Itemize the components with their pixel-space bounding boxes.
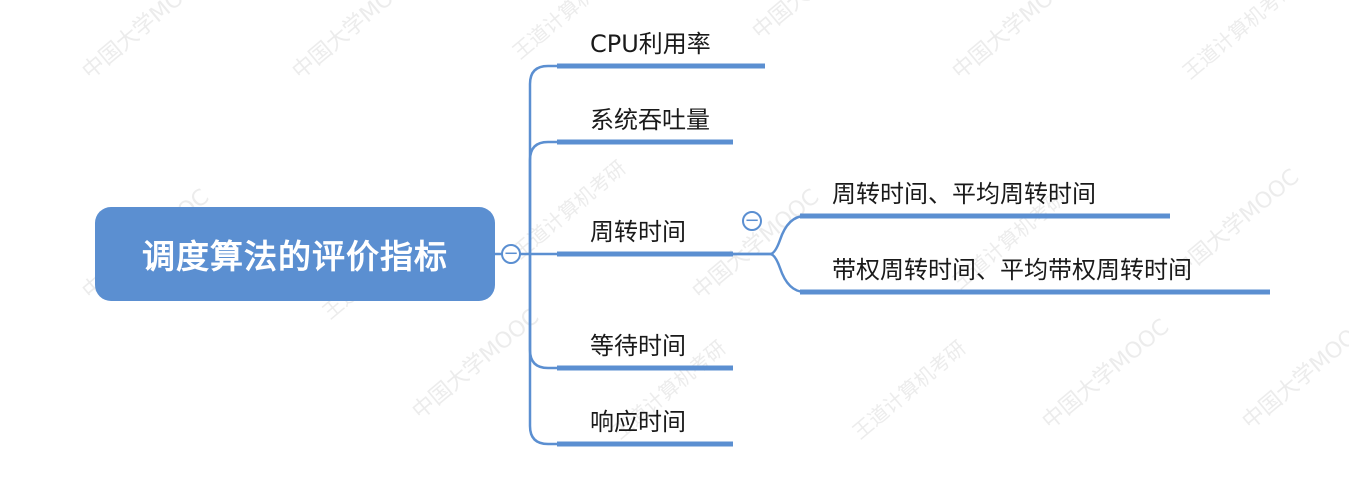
branch-node-response-time[interactable]: 响应时间 <box>590 408 686 436</box>
watermark-text: 中国大学MOOC <box>288 0 424 85</box>
watermark-text: 中国大学MOOC <box>408 305 544 425</box>
connector-branch-1 <box>528 64 559 256</box>
sub-node-weighted-turnaround[interactable]: 带权周转时间、平均带权周转时间 <box>832 256 1192 284</box>
sub-node-avg-turnaround[interactable]: 周转时间、平均周转时间 <box>832 180 1096 208</box>
root-label: 调度算法的评价指标 <box>142 237 448 276</box>
watermark-text: 中国大学MOOC <box>948 0 1084 85</box>
watermark-text: 中国大学MOOC <box>748 0 884 45</box>
minus-icon: − <box>744 210 760 231</box>
branch-node-turnaround-time[interactable]: 周转时间 <box>590 218 686 246</box>
minus-icon: − <box>503 243 519 264</box>
connector-branch-2 <box>528 140 559 256</box>
collapse-turnaround-button[interactable]: − <box>742 211 762 231</box>
branch-node-throughput[interactable]: 系统吞吐量 <box>590 106 710 134</box>
watermark-text: 中国大学MOOC <box>1238 315 1349 435</box>
branch-node-waiting-time[interactable]: 等待时间 <box>590 332 686 360</box>
watermark-text: 王道计算机考研 <box>508 155 631 263</box>
watermark-text: 王道计算机考研 <box>848 335 971 443</box>
root-node[interactable]: 调度算法的评价指标 <box>95 207 495 301</box>
collapse-root-button[interactable]: − <box>501 244 521 264</box>
connector-sub-2 <box>731 252 807 294</box>
watermark-text: 中国大学MOOC <box>78 0 214 85</box>
connector-branch-5 <box>528 252 559 446</box>
watermark-text: 中国大学MOOC <box>688 185 824 305</box>
branch-node-cpu-utilization[interactable]: CPU利用率 <box>590 30 711 58</box>
watermark-text: 中国大学MOOC <box>1038 315 1174 435</box>
connector-branch-4 <box>528 252 559 370</box>
watermark-text: 王道计算机考研 <box>1178 0 1301 84</box>
